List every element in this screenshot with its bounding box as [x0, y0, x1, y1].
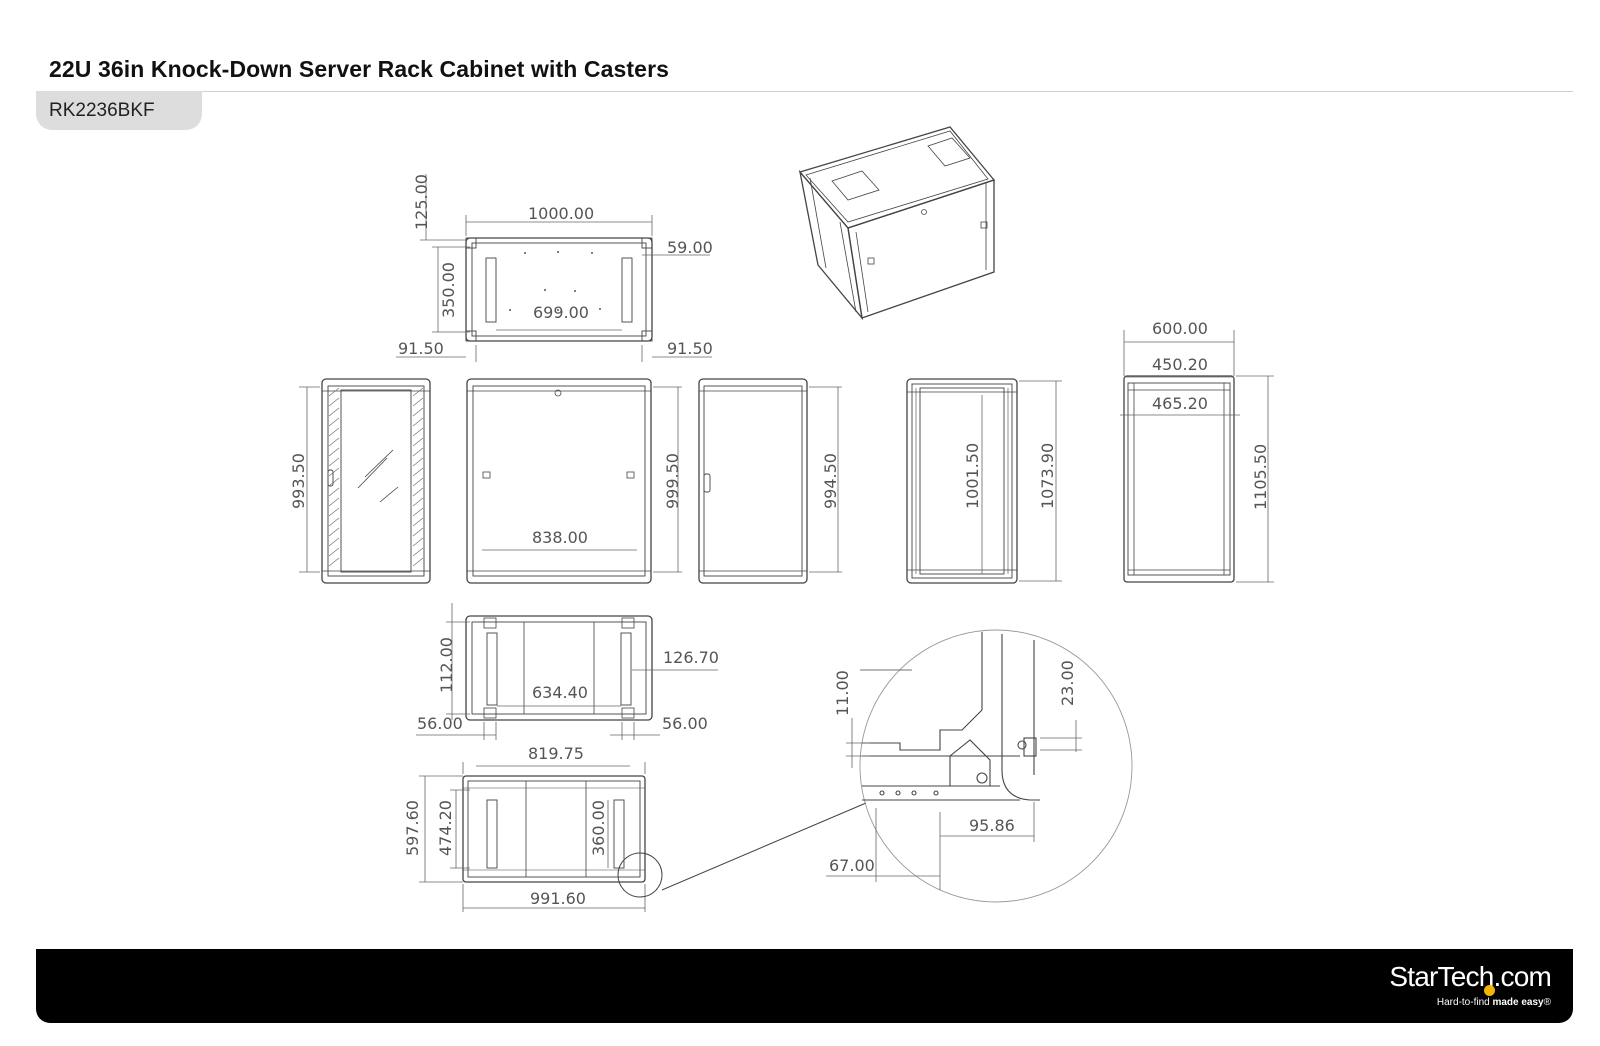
dim-section-inner-width: 465.20 — [1152, 394, 1208, 413]
dim-base-outer-width: 991.60 — [530, 889, 586, 908]
dim-frame-inner-height: 1001.50 — [963, 443, 982, 509]
dim-top-width: 1000.00 — [528, 204, 594, 223]
base-view — [419, 762, 867, 912]
dim-bottom-right-margin: 56.00 — [662, 714, 708, 733]
dim-section-height: 1105.50 — [1251, 444, 1270, 510]
footer-bar: StarTech.com Hard-to-find made easy® — [36, 949, 1573, 1023]
dim-base-slot-depth: 360.00 — [589, 800, 608, 856]
logo-dot-icon — [1484, 985, 1495, 996]
front-view — [299, 378, 431, 584]
dim-rear-height: 994.50 — [821, 453, 840, 509]
page-title: 22U 36in Knock-Down Server Rack Cabinet … — [49, 56, 670, 82]
dim-section-outer-width: 600.00 — [1152, 319, 1208, 338]
dim-base-outer-depth: 597.60 — [403, 800, 422, 856]
dim-detail-edge: 67.00 — [829, 856, 875, 875]
side-view — [466, 378, 682, 584]
dim-detail-gap: 11.00 — [833, 670, 852, 716]
dim-top-inner-width: 699.00 — [533, 303, 589, 322]
bottom-view — [416, 603, 718, 740]
top-view — [396, 174, 712, 362]
dim-top-right-margin: 91.50 — [667, 339, 713, 358]
model-number-tab: RK2236BKF — [36, 91, 202, 130]
rear-view — [698, 378, 842, 584]
dim-bottom-inner-width: 634.40 — [532, 683, 588, 702]
dim-detail-width: 95.86 — [969, 816, 1015, 835]
dim-side-inner-width: 838.00 — [532, 528, 588, 547]
dim-bottom-left-margin: 56.00 — [417, 714, 463, 733]
isometric-view — [798, 126, 996, 321]
logo-brand-prefix: StarTech — [1389, 961, 1494, 992]
dim-frame-outer-height: 1073.90 — [1038, 443, 1057, 509]
logo-wordmark: StarTech.com — [1389, 961, 1551, 993]
model-number: RK2236BKF — [49, 100, 155, 121]
dim-side-height: 999.50 — [663, 453, 682, 509]
title-divider — [49, 91, 1573, 92]
frame-view — [906, 378, 1062, 584]
dimension-labels: 125.00 1000.00 59.00 350.00 699.00 91.50… — [289, 174, 1270, 908]
tagline-bold: made easy — [1492, 997, 1544, 1008]
dim-bottom-slot-depth: 112.00 — [437, 637, 456, 693]
dim-top-slot-depth: 350.00 — [439, 262, 458, 318]
dim-base-inner-depth: 474.20 — [436, 800, 455, 856]
section-view — [1120, 330, 1274, 583]
dim-top-left-margin: 91.50 — [398, 339, 444, 358]
dim-top-depth-offset: 125.00 — [412, 174, 431, 230]
dim-top-side-offset: 59.00 — [667, 238, 713, 257]
logo-tagline: Hard-to-find made easy® — [1437, 997, 1551, 1008]
detail-view — [826, 629, 1133, 903]
logo-brand-suffix: .com — [1493, 961, 1552, 992]
dim-front-height: 993.50 — [289, 453, 308, 509]
dim-base-inner-width: 819.75 — [528, 744, 584, 763]
startech-logo: StarTech.com Hard-to-find made easy® — [1381, 961, 1551, 1013]
dim-detail-offset: 23.00 — [1058, 660, 1077, 706]
tagline-mark: ® — [1543, 997, 1551, 1008]
tagline-normal: Hard-to-find — [1436, 997, 1493, 1008]
dim-section-mid-width: 450.20 — [1152, 355, 1208, 374]
dim-bottom-side-offset: 126.70 — [663, 648, 719, 667]
